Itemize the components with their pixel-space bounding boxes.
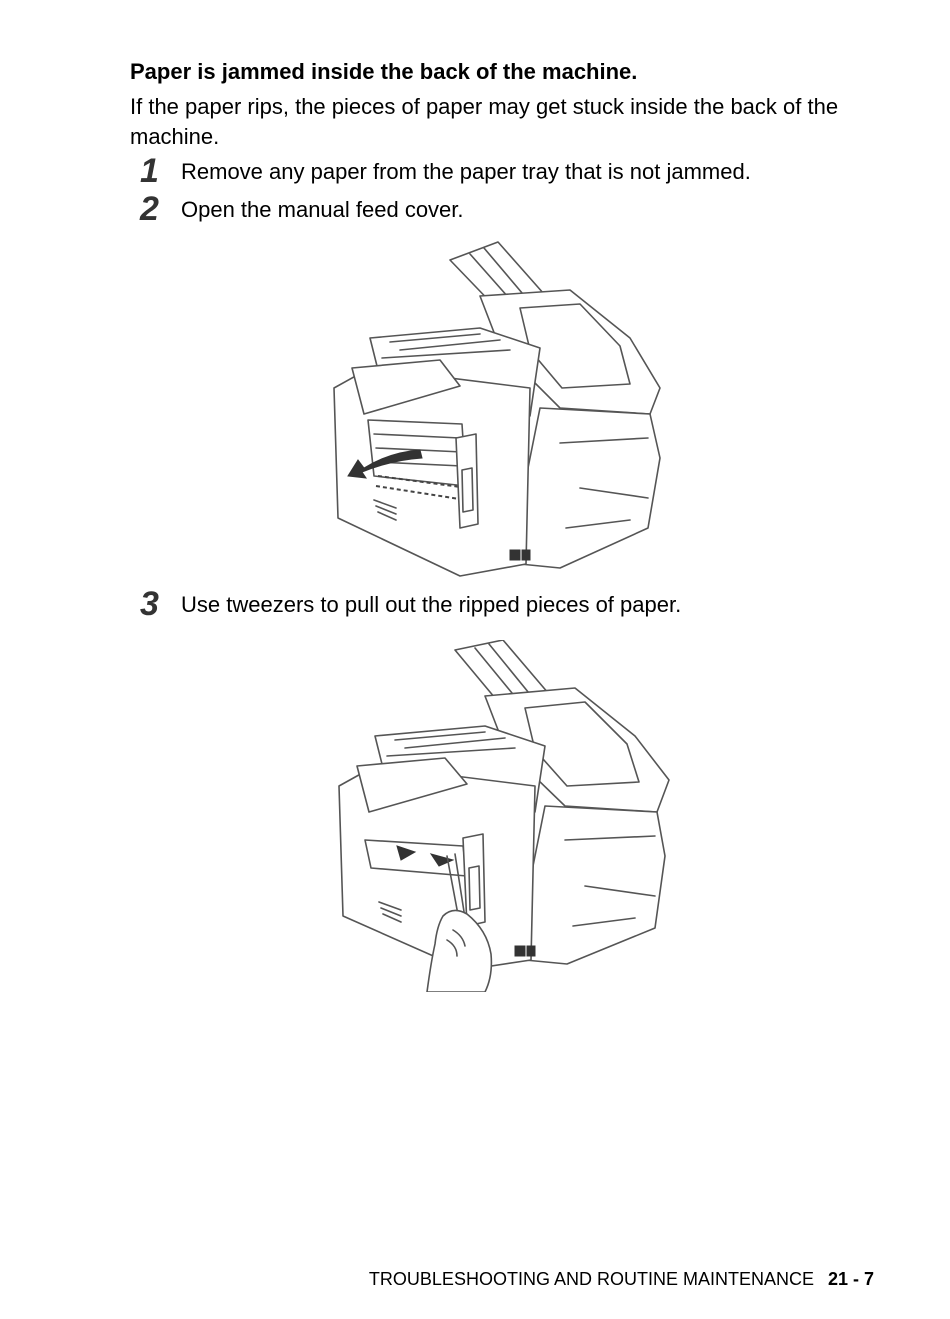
machine-open-cover-illustration <box>330 238 675 588</box>
printer-rear-tweezers-drawing <box>338 639 670 993</box>
step-text: Remove any paper from the paper tray tha… <box>181 159 751 184</box>
footer-chapter-title: TROUBLESHOOTING AND ROUTINE MAINTENANCE <box>368 1269 814 1289</box>
step-text: Use tweezers to pull out the ripped piec… <box>181 592 682 617</box>
step-number: 3 <box>140 585 159 623</box>
footer-page-number: 21 - 7 <box>827 1269 874 1289</box>
step-text: Open the manual feed cover. <box>181 197 464 222</box>
step-number: 2 <box>140 190 159 228</box>
section-heading: Paper is jammed inside the back of the m… <box>130 59 638 84</box>
page-footer: TROUBLESHOOTING AND ROUTINE MAINTENANCE 2… <box>369 1268 874 1290</box>
printer-rear-drawing <box>333 241 661 577</box>
intro-paragraph: If the paper rips, the pieces of paper m… <box>130 94 839 149</box>
tweezers-removing-paper-illustration <box>335 639 680 997</box>
step-number: 1 <box>140 152 159 190</box>
